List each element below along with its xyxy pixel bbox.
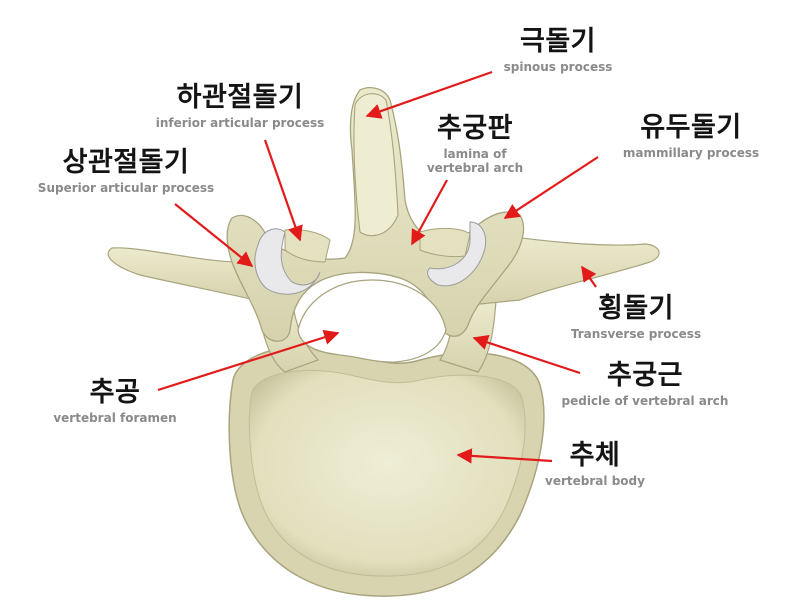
label-transverse-en: Transverse process (570, 327, 702, 342)
label-mammillary-en: mammillary process (622, 146, 760, 161)
label-lamina-en: lamina of vertebral arch (426, 147, 524, 175)
arrow-inferior-articular (263, 139, 303, 242)
arrow-mammillary (503, 156, 599, 219)
arrow-spinous (365, 70, 493, 119)
label-pedicle-kr: 추궁근 (606, 360, 684, 391)
arrow-superior-articular (174, 203, 254, 267)
label-spinous-kr: 극돌기 (519, 26, 597, 57)
arrow-body (456, 448, 553, 464)
arrow-foramen (157, 329, 340, 392)
left-transverse-process (107, 247, 256, 301)
label-mammillary-kr: 유두돌기 (640, 112, 742, 143)
label-pedicle: 추궁근 pedicle of vertebral arch (550, 360, 740, 409)
arrow-pedicle (472, 335, 581, 375)
left-articular-facet (254, 228, 321, 295)
label-vertebral-foramen: 추공 vertebral foramen (40, 377, 190, 426)
vertebral-body (248, 370, 526, 577)
right-articular-facet (427, 221, 487, 287)
label-spinous-process: 극돌기 spinous process (468, 26, 648, 75)
label-mammillary-process: 유두돌기 mammillary process (596, 112, 786, 161)
label-superior-articular-en: Superior articular process (37, 181, 215, 196)
label-superior-articular-process: 상관절돌기 Superior articular process (16, 147, 236, 196)
arrow-lamina (411, 179, 448, 246)
spinous-process (353, 93, 399, 237)
label-pedicle-en: pedicle of vertebral arch (561, 394, 729, 409)
label-vertebral-body: 추체 vertebral body (535, 440, 655, 489)
label-foramen-en: vertebral foramen (53, 411, 177, 426)
label-transverse-process: 횡돌기 Transverse process (556, 293, 716, 342)
label-foramen-kr: 추공 (89, 377, 141, 408)
label-inferior-articular-kr: 하관절돌기 (176, 82, 304, 113)
label-transverse-kr: 횡돌기 (597, 293, 675, 324)
arrow-transverse (581, 265, 597, 288)
label-inferior-articular-en: inferior articular process (155, 116, 325, 131)
label-lamina-kr: 추궁판 (436, 113, 514, 144)
label-spinous-en: spinous process (503, 60, 613, 75)
inferior-articular-right (419, 227, 471, 258)
label-superior-articular-kr: 상관절돌기 (62, 147, 190, 178)
label-inferior-articular-process: 하관절돌기 inferior articular process (140, 82, 340, 131)
label-lamina: 추궁판 lamina of vertebral arch (410, 113, 540, 176)
label-body-kr: 추체 (569, 440, 621, 471)
label-body-en: vertebral body (545, 474, 645, 489)
